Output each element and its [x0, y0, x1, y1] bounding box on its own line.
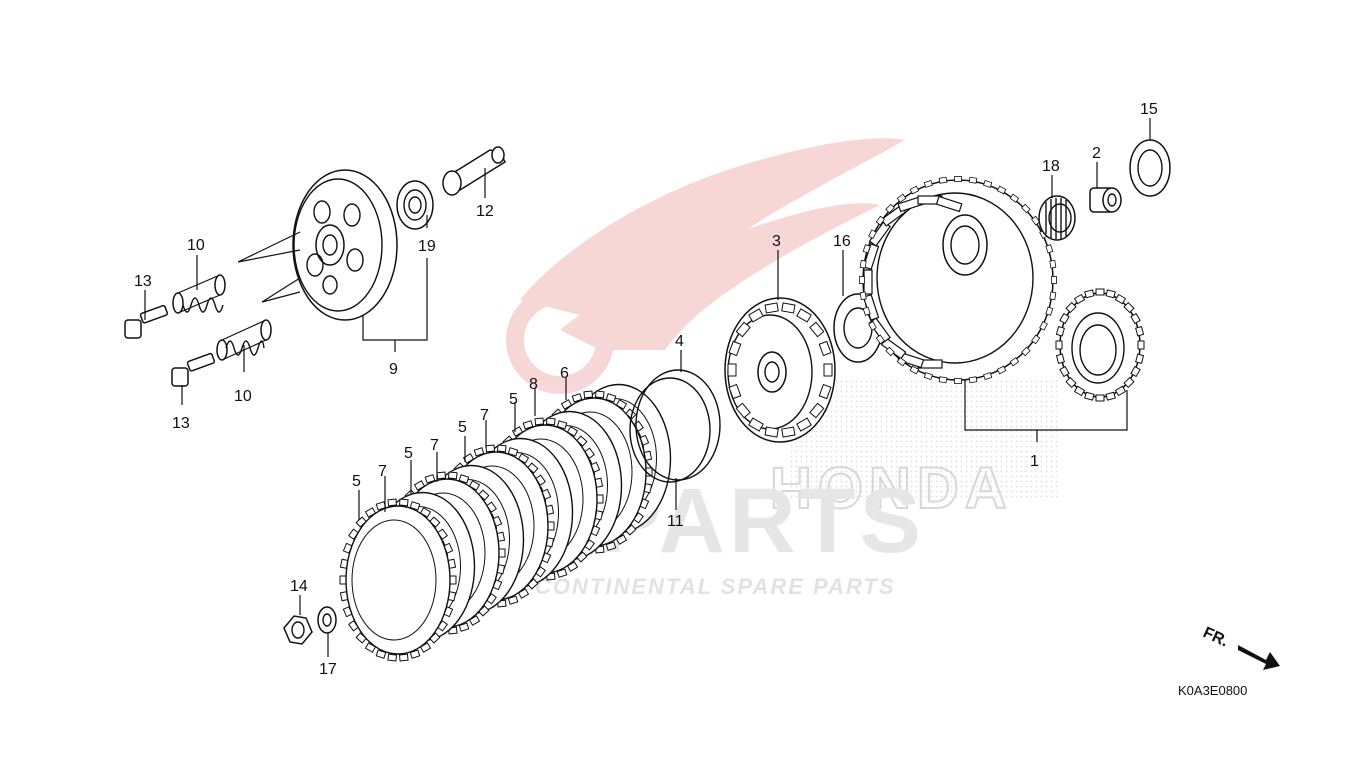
callout-18: 18 [1042, 158, 1060, 175]
callout-4: 4 [675, 333, 684, 350]
needle-bearing [1038, 195, 1076, 241]
callout-2: 2 [1092, 145, 1101, 162]
bolt-lower [171, 352, 216, 387]
dot-pattern [790, 380, 1060, 500]
callout-9: 9 [389, 361, 398, 378]
friction-disc [339, 498, 457, 662]
parts [124, 139, 1171, 662]
callout-5-c: 5 [458, 419, 467, 436]
callout-13-b: 13 [172, 415, 190, 432]
callout-10-a: 10 [187, 237, 205, 254]
direction-arrow-icon [1238, 645, 1280, 670]
watermark-tagline: CONTINENTAL SPARE PARTS [535, 574, 896, 599]
callout-13-a: 13 [134, 273, 152, 290]
direction-label: FR. [1200, 624, 1231, 650]
leader-lines [144, 118, 1151, 657]
front-direction-indicator: FR. [1200, 624, 1280, 670]
callout-15: 15 [1140, 101, 1158, 118]
callout-11: 11 [667, 513, 684, 530]
collar [1089, 187, 1122, 213]
judder-spring [629, 369, 721, 483]
clutch-spring-lower [216, 319, 272, 361]
clutch-spring-upper [172, 274, 226, 314]
callout-12: 12 [476, 203, 494, 220]
clutch-center [724, 297, 836, 443]
callout-8: 8 [529, 376, 538, 393]
washer-small [317, 606, 337, 634]
bearing [396, 180, 434, 230]
pressure-plate [237, 169, 398, 321]
driven-gear [1055, 288, 1145, 402]
callout-16: 16 [833, 233, 851, 250]
wing-logo [506, 138, 905, 394]
clutch-disc-stack [339, 383, 672, 662]
callout-1: 1 [1030, 453, 1039, 470]
callout-labels: 1 2 3 4 5 5 5 5 6 7 7 7 8 9 10 10 11 12 … [134, 101, 1158, 678]
watermark: HONDA PARTS CONTINENTAL SPARE PARTS [506, 138, 1060, 599]
callout-6: 6 [560, 365, 569, 382]
bolt-upper [124, 304, 169, 339]
callout-19: 19 [418, 238, 436, 255]
lifter-rod [442, 146, 506, 196]
callout-5-d: 5 [509, 391, 518, 408]
callout-7-b: 7 [430, 437, 439, 454]
callout-14: 14 [290, 578, 308, 595]
lock-nut [283, 615, 313, 645]
clutch-outer [859, 176, 1057, 384]
callout-5-a: 5 [352, 473, 361, 490]
thrust-washer-large [1129, 139, 1171, 197]
callout-7-a: 7 [378, 463, 387, 480]
callout-10-b: 10 [234, 388, 252, 405]
watermark-brand: HONDA [770, 456, 1013, 521]
callout-7-c: 7 [480, 407, 489, 424]
callout-3: 3 [772, 233, 781, 250]
bracket-1 [964, 380, 1128, 431]
callout-17: 17 [319, 661, 337, 678]
diagram-code: K0A3E0800 [1178, 683, 1247, 698]
callout-5-b: 5 [404, 445, 413, 462]
